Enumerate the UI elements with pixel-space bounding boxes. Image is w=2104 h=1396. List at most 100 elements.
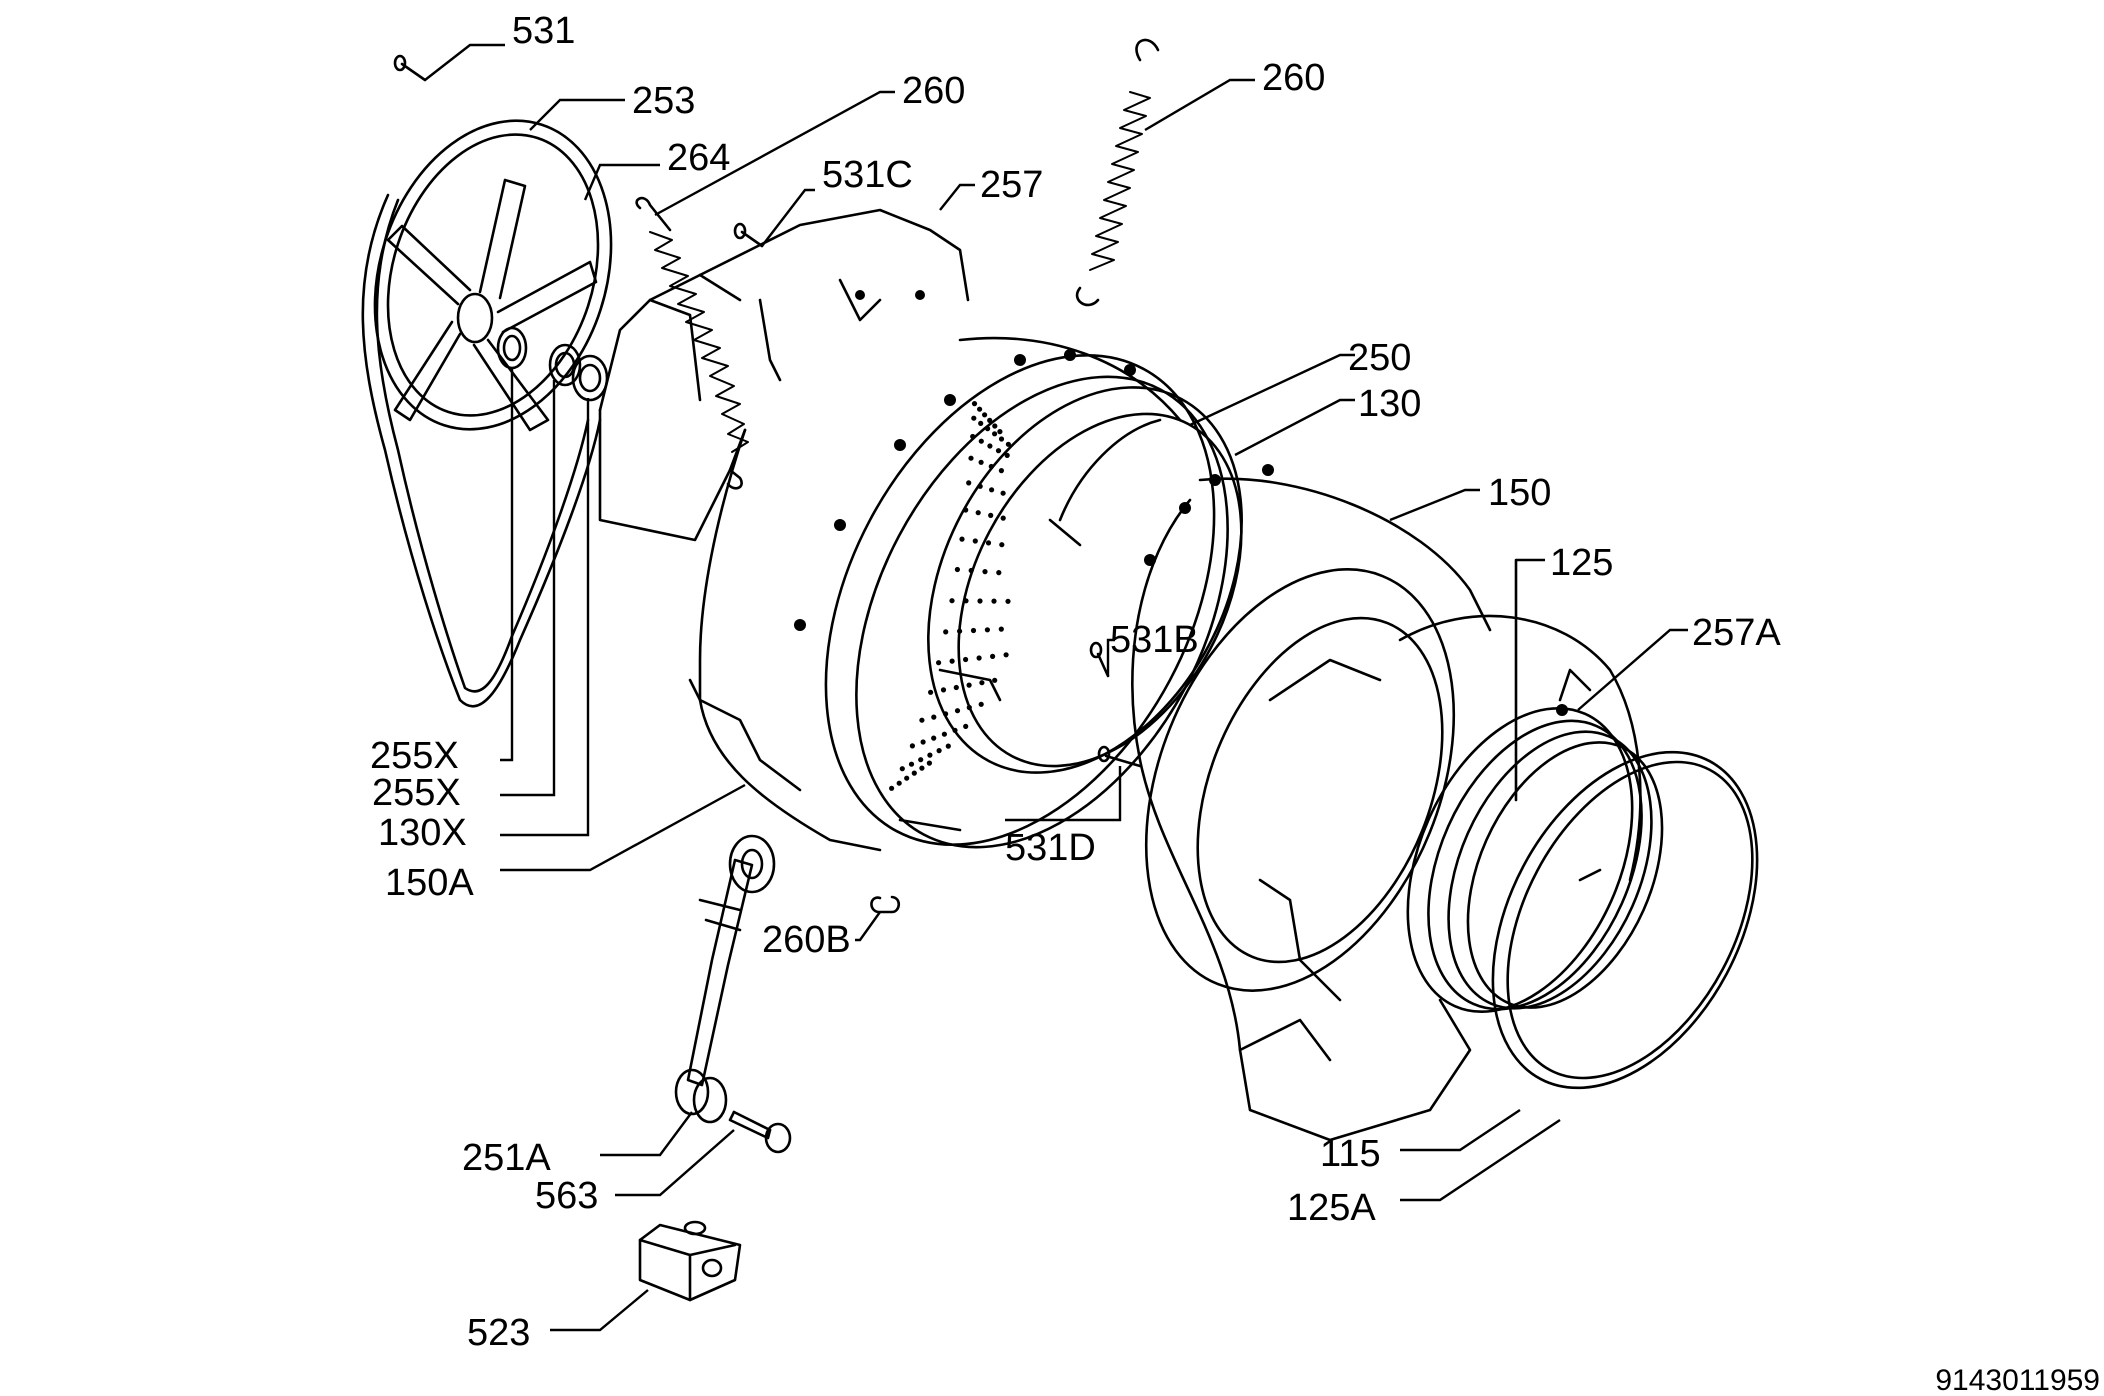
- drum-hole: [977, 598, 983, 604]
- label-150: 150: [1488, 472, 1551, 514]
- drum-hole: [963, 656, 969, 663]
- drum-hole: [949, 658, 955, 664]
- rear-tub-257: [598, 208, 1136, 852]
- shock-absorber-251A: [674, 834, 776, 1124]
- drum-hole: [978, 438, 984, 444]
- drum-hole: [996, 570, 1002, 576]
- label-130: 130: [1358, 383, 1421, 425]
- label-251A: 251A: [462, 1137, 551, 1179]
- drum-hole: [978, 701, 984, 707]
- drum-hole: [953, 684, 959, 691]
- label-150A: 150A: [385, 862, 474, 904]
- bracket-260B: [870, 895, 901, 914]
- drum-hole: [936, 748, 942, 754]
- drum-hole: [979, 680, 985, 686]
- drum-hole: [990, 653, 996, 660]
- drum-hole: [949, 598, 955, 604]
- figure-code: 9143011959: [1935, 1364, 2100, 1396]
- drum-hole: [1005, 441, 1012, 447]
- drum-hole: [1000, 490, 1006, 496]
- drum-hole: [978, 420, 984, 426]
- drum-hole: [920, 739, 926, 745]
- label-257: 257: [980, 164, 1043, 206]
- drum-hole: [918, 757, 924, 763]
- bolt-563: [728, 1110, 792, 1154]
- drum-hole: [1004, 452, 1010, 458]
- drum-hole: [984, 627, 991, 633]
- drum-hole: [931, 714, 937, 720]
- label-260-right: 260: [1262, 57, 1325, 99]
- drum-hole: [992, 677, 998, 683]
- drum-front-130: [927, 386, 1243, 774]
- drum-hole: [985, 426, 991, 432]
- weight-523: [638, 1220, 742, 1302]
- drum-hole: [971, 401, 978, 407]
- front-tub-150: [1131, 464, 1492, 1142]
- drum-hole: [911, 770, 917, 776]
- label-563: 563: [535, 1175, 598, 1217]
- drum-hole: [954, 566, 961, 573]
- drum-hole: [998, 436, 1005, 442]
- label-115: 115: [1320, 1133, 1381, 1175]
- drum-hole: [899, 766, 905, 772]
- drum-hole: [999, 542, 1005, 548]
- bellows-115: [1398, 614, 1664, 1014]
- part-labels: 531 253 260 264 531C 257 260 250 130 150…: [370, 10, 2100, 1396]
- label-264: 264: [667, 137, 730, 179]
- label-125: 125: [1550, 542, 1613, 584]
- bolt-531B: [1089, 641, 1110, 678]
- drum-hole: [966, 480, 972, 486]
- drum-hole: [977, 406, 983, 412]
- drum-hole: [889, 785, 895, 791]
- drum-hole: [975, 510, 981, 516]
- drum-hole: [908, 761, 915, 767]
- drum-hole: [945, 743, 951, 749]
- drum-hole: [919, 717, 925, 723]
- drum-hole: [927, 752, 933, 758]
- drum-hole: [1003, 652, 1009, 658]
- drum-hole: [941, 731, 948, 737]
- drum-hole: [970, 627, 977, 634]
- drum-hole: [1005, 598, 1011, 604]
- drum-hole: [997, 429, 1003, 435]
- label-255X-a: 255X: [370, 735, 459, 777]
- label-531B: 531B: [1110, 619, 1199, 661]
- drum-hole: [1000, 515, 1006, 521]
- leader-lines: [424, 43, 1688, 1332]
- bolt-531D: [1097, 745, 1142, 768]
- drum-perforations: [889, 401, 1012, 791]
- label-130X: 130X: [378, 812, 467, 854]
- drum-hole: [971, 415, 977, 421]
- drum-hole: [968, 455, 974, 461]
- bolt-531: [393, 54, 427, 82]
- label-531D: 531D: [1005, 827, 1096, 869]
- drum-hole: [992, 431, 998, 437]
- drum-hole: [998, 626, 1004, 632]
- label-250: 250: [1348, 337, 1411, 379]
- drum-hole: [931, 735, 937, 741]
- drum-hole: [919, 765, 925, 771]
- clamp-ring-125A: [1491, 750, 1759, 1090]
- drum-hole: [959, 536, 965, 542]
- drum-hole: [982, 412, 988, 418]
- drive-belt: [361, 193, 602, 708]
- drum-hole: [904, 775, 910, 781]
- drum-hole: [998, 468, 1005, 474]
- drum-hole: [928, 689, 934, 695]
- drum-hole: [943, 629, 949, 635]
- drum-hole: [992, 423, 998, 429]
- drum-hole: [978, 459, 984, 465]
- drum-hole: [972, 538, 978, 544]
- drum-hole: [954, 708, 961, 714]
- drum-hole: [940, 687, 947, 693]
- pulley-253: [373, 119, 613, 432]
- drum-hole: [896, 780, 902, 786]
- drum-hole: [987, 443, 993, 449]
- drum-250: [824, 336, 1229, 849]
- drum-hole: [909, 743, 916, 749]
- drum-hole: [926, 760, 933, 766]
- label-257A: 257A: [1692, 612, 1781, 654]
- label-523: 523: [467, 1312, 530, 1354]
- label-260-top: 260: [902, 70, 965, 112]
